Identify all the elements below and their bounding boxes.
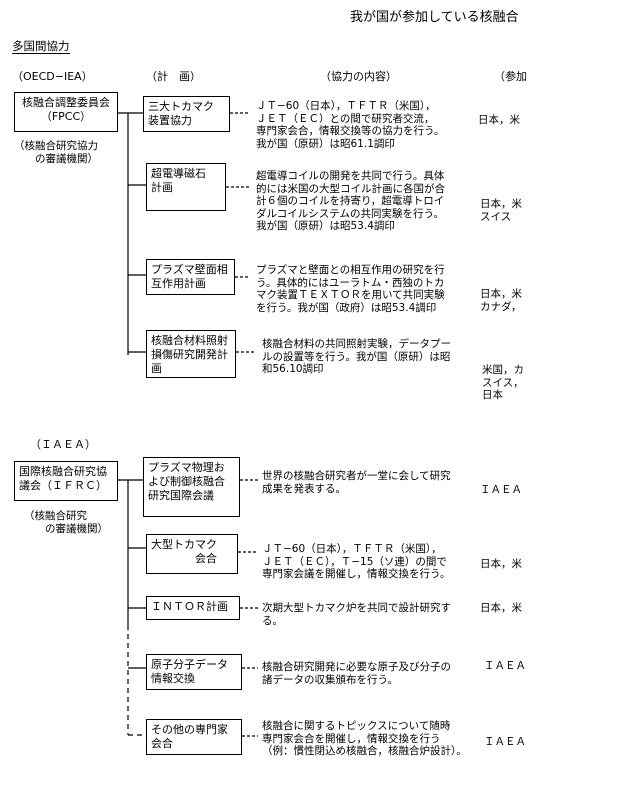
plan-box: 三大トカマク 装置協力 bbox=[143, 96, 230, 132]
plan-line: 互作用計画 bbox=[151, 277, 206, 290]
participation: 日本，米 bbox=[478, 114, 520, 126]
plan-line: 会合 bbox=[151, 552, 217, 565]
header-content: （協力の内容） bbox=[320, 70, 397, 83]
plan-box: その他の専門家 会合 bbox=[146, 719, 242, 755]
participation: 日本，米 bbox=[480, 602, 522, 614]
header-participation: （参加 bbox=[494, 70, 527, 83]
plan-box: 大型トカマク 会合 bbox=[146, 534, 238, 574]
plan-box: プラズマ壁面相 互作用計画 bbox=[146, 259, 235, 295]
iaea-heading: （ＩＡＥＡ） bbox=[30, 438, 96, 451]
plan-line: プラズマ物理お bbox=[148, 461, 225, 474]
plan-line: ＩＮＴＯＲ計画 bbox=[151, 600, 228, 613]
plan-box: 核融合材料照射 損傷研究開発計 画 bbox=[146, 330, 236, 378]
header-org: （OECD−IEA） bbox=[12, 70, 93, 83]
plan-box: 超電導磁石 計画 bbox=[146, 163, 226, 211]
plan-line: よび制御核融合 bbox=[148, 475, 225, 488]
plan-line: 核融合材料照射 bbox=[151, 334, 228, 347]
content-desc: 世界の核融合研究者が一堂に会して研究 成果を発表する。 bbox=[262, 470, 451, 495]
plan-line: 研究国際会議 bbox=[148, 489, 214, 502]
participation: ＩＡＥＡ bbox=[484, 660, 526, 672]
content-desc: 核融合研究開発に必要な原子及び分子の 諸データの収集頒布を行う。 bbox=[262, 661, 451, 686]
participation: ＩＡＥＡ bbox=[484, 736, 526, 748]
content-desc: 核融合材料の共同照射実験，データプー ルの設置等を行う。我が国（原研）は昭 和5… bbox=[262, 338, 451, 375]
participation: 日本，米 bbox=[480, 558, 522, 570]
org-box-line: （FPCC） bbox=[40, 110, 92, 123]
org-box-line: 核融合調整委員会 bbox=[22, 96, 110, 109]
participation: 米国，カ スイス， 日本 bbox=[482, 364, 524, 401]
plan-box: 原子分子データ 情報交換 bbox=[146, 654, 242, 690]
org-box-line: 国際核融合研究協 bbox=[19, 465, 107, 478]
content-desc: 次期大型トカマク炉を共同で設計研究す る。 bbox=[262, 602, 451, 627]
plan-box: プラズマ物理お よび制御核融合 研究国際会議 bbox=[143, 457, 240, 517]
plan-line: その他の専門家 bbox=[151, 723, 228, 736]
plan-line: 計画 bbox=[151, 181, 173, 194]
plan-line: 損傷研究開発計 bbox=[151, 348, 228, 361]
plan-line: プラズマ壁面相 bbox=[151, 263, 228, 276]
section-title: 多国間協力 bbox=[12, 39, 70, 54]
header-plan: （計 画） bbox=[146, 70, 201, 83]
content-desc: ＪＴ−60（日本），ＴＦＴＲ（米国）， ＪＥＴ（ＥＣ）との間で研究者交流， 専門… bbox=[256, 100, 445, 150]
plan-line: 三大トカマク bbox=[148, 100, 214, 113]
org-note: （核融合研究協力 の審議機関） bbox=[14, 140, 98, 165]
plan-line: 原子分子データ bbox=[151, 658, 228, 671]
org-box-line: 議会（ＩＦＲＣ） bbox=[19, 479, 107, 492]
plan-box: ＩＮＴＯＲ計画 bbox=[146, 596, 240, 620]
participation: 日本，米 カナダ， bbox=[480, 288, 522, 313]
content-desc: ＪＴ−60（日本），ＴＦＴＲ（米国）， ＪＥＴ（ＥＣ），Ｔ−15（ソ連）の間で … bbox=[262, 543, 451, 580]
org-note: （核融合研究 の審議機関） bbox=[24, 510, 108, 535]
org-box-ifrc: 国際核融合研究協 議会（ＩＦＲＣ） bbox=[14, 461, 118, 501]
plan-line: 会合 bbox=[151, 737, 173, 750]
content-desc: 超電導コイルの開発を共同で行う。具体 的には米国の大型コイル計画に各国が合 計６… bbox=[256, 170, 445, 232]
content-desc: 核融合に関するトピックスについて随時 専門家会合を開催し，情報交換を行う （例：… bbox=[262, 720, 467, 757]
plan-line: 大型トカマク bbox=[151, 538, 217, 551]
participation: 日本，米 スイス bbox=[480, 198, 522, 223]
page-title: 我が国が参加している核融合 bbox=[350, 10, 519, 25]
content-desc: プラズマと壁面との相互作用の研究を行 う。具体的にはユーラトム・西独のトカ マク… bbox=[256, 264, 445, 314]
org-box-fpcc: 核融合調整委員会 （FPCC） bbox=[14, 92, 118, 132]
participation: ＩＡＥＡ bbox=[480, 484, 522, 496]
plan-line: 超電導磁石 bbox=[151, 167, 206, 180]
plan-line: 装置協力 bbox=[148, 114, 192, 127]
plan-line: 画 bbox=[151, 362, 162, 375]
plan-line: 情報交換 bbox=[151, 672, 195, 685]
